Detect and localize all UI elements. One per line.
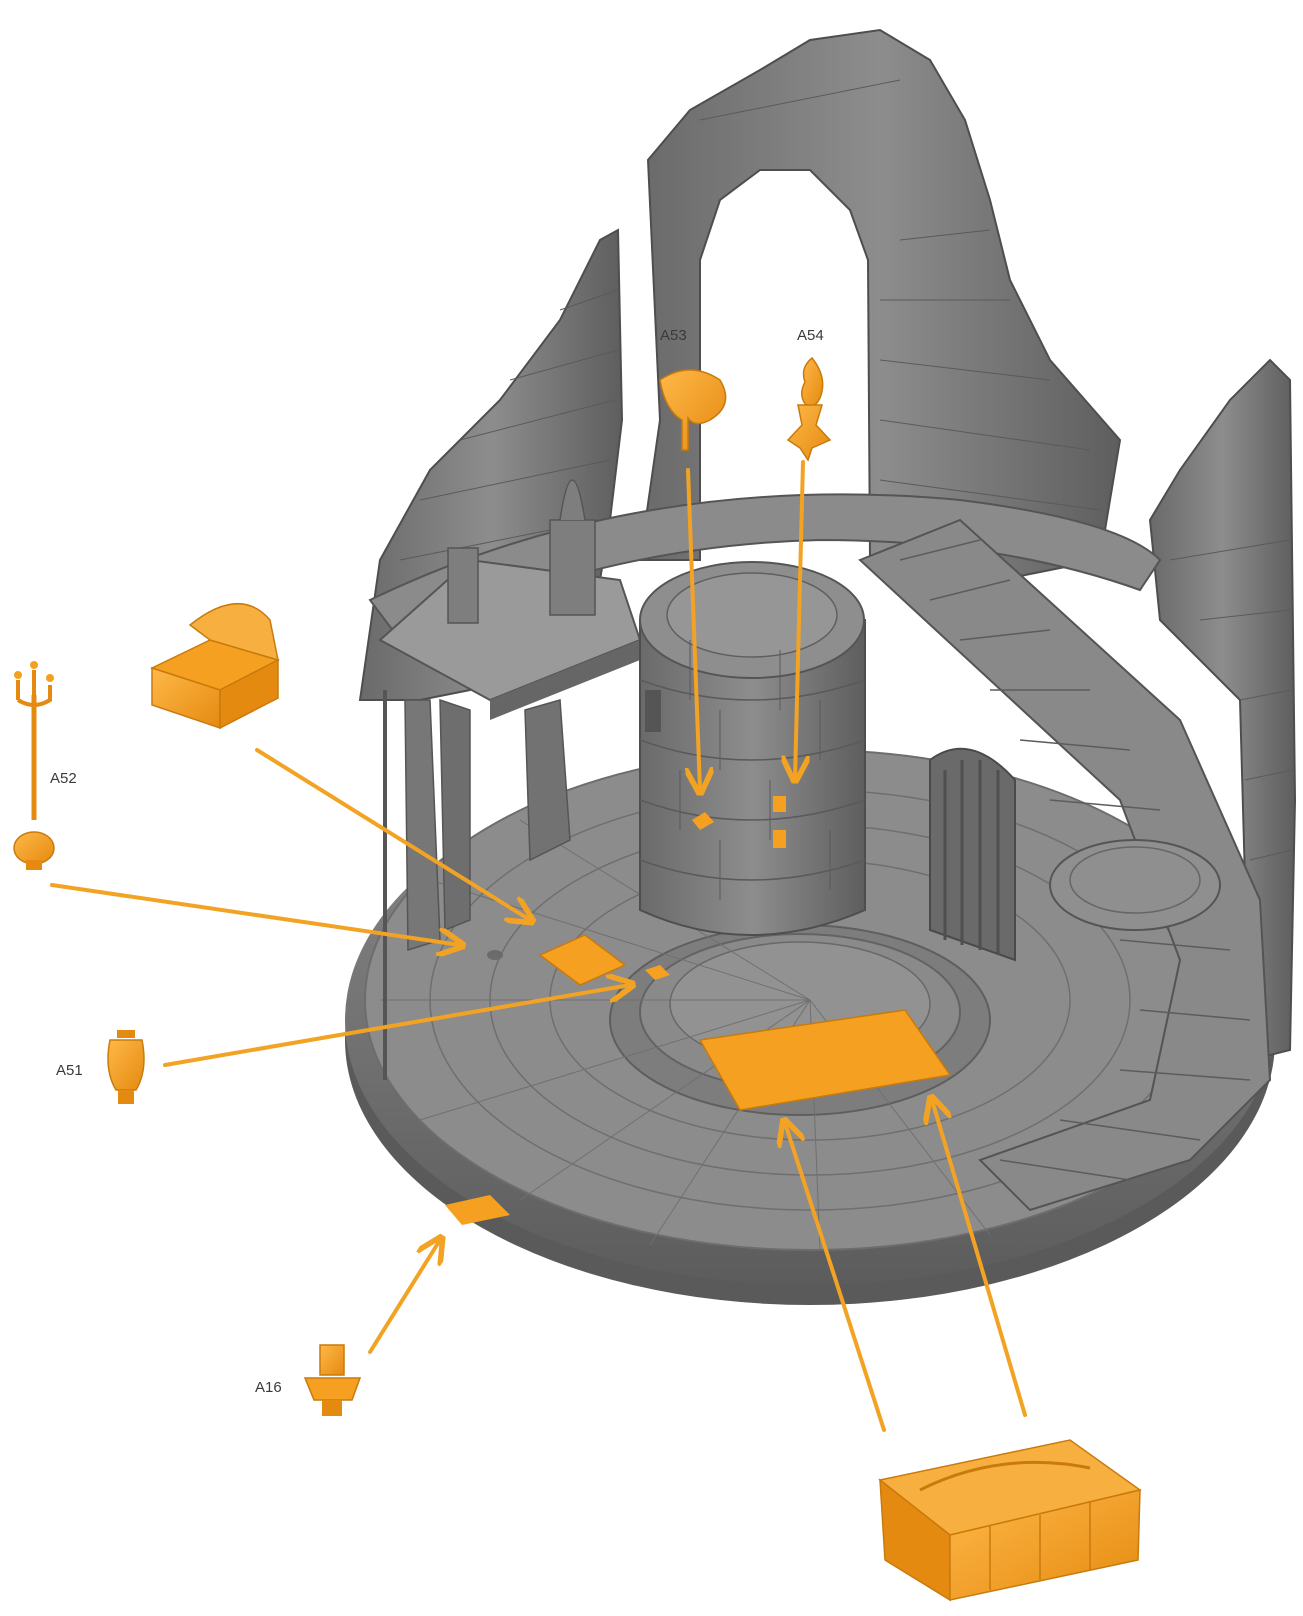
arrow-a16 [370, 1240, 440, 1352]
label-a51: A51 [56, 1062, 83, 1079]
treasure-chest-piece [152, 604, 278, 728]
part-a51-piece [108, 1030, 144, 1104]
label-a16: A16 [255, 1379, 282, 1396]
part-a52-piece [14, 661, 54, 870]
part-a54-piece [788, 358, 830, 460]
label-a54: A54 [797, 327, 824, 344]
portcullis-door [930, 749, 1015, 960]
sarcophagus-piece [880, 1440, 1140, 1600]
label-a52: A52 [50, 770, 77, 787]
part-a16-piece [305, 1345, 360, 1416]
label-a53: A53 [660, 327, 687, 344]
central-tower [640, 562, 865, 935]
